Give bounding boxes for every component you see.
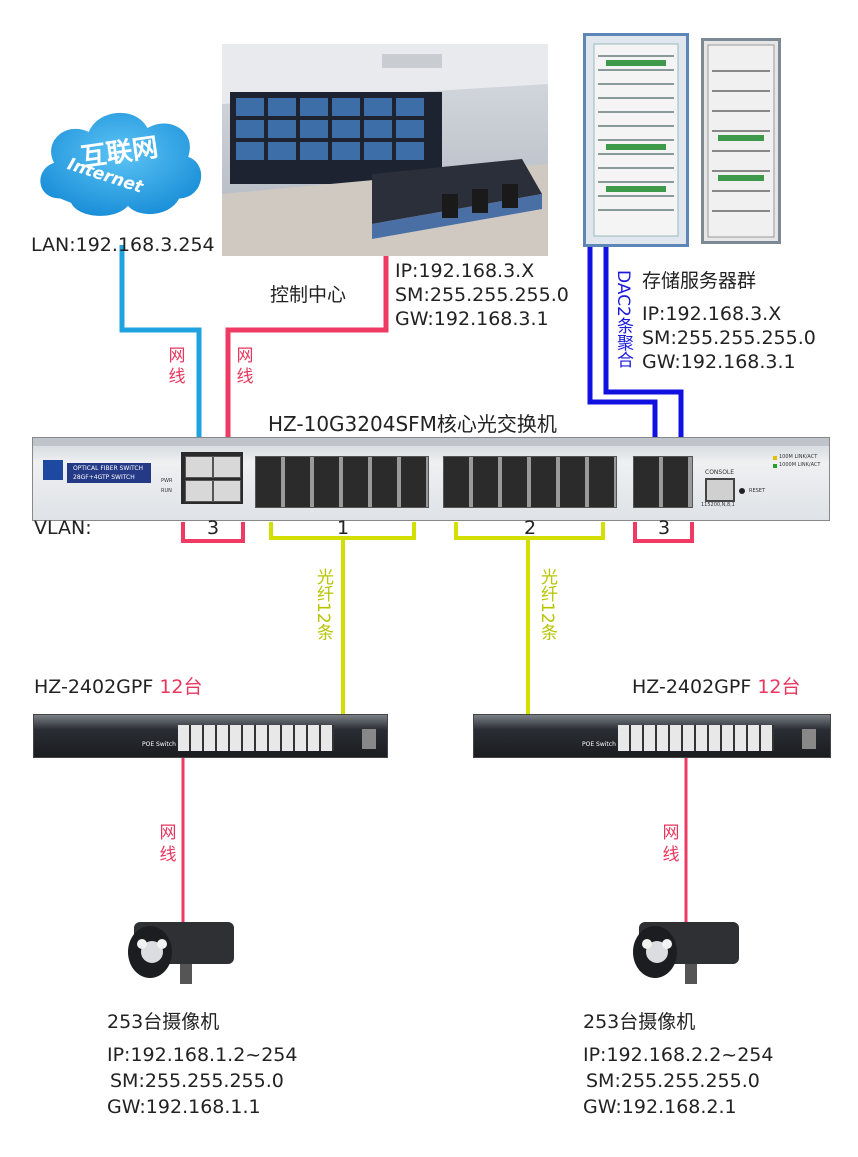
internet-cable-label-1: 网 (168, 346, 186, 366)
console-port[interactable] (705, 478, 735, 502)
control-center-name: 控制中心 (270, 284, 347, 306)
control-cable-label-1: 网 (236, 346, 254, 366)
control-center-gw: GW:192.168.3.1 (395, 308, 549, 330)
internet-lan-label: LAN:192.168.3.254 (31, 234, 215, 256)
storage-rack-2 (701, 38, 781, 244)
internet-cloud: 互联网 Internet (30, 100, 208, 228)
vlan-group-1: 1 (337, 517, 350, 539)
camera-right-icon (633, 922, 739, 984)
camera-cable-label-left-2: 线 (159, 845, 177, 865)
vlan-bracket-3-right (633, 522, 694, 543)
vlan-bracket-3-left (181, 522, 245, 543)
access-switch-left-title: HZ-2402GPF 12台 (34, 676, 203, 699)
access-switch-count: 12台 (757, 676, 801, 698)
access-switch-right-title: HZ-2402GPF 12台 (632, 676, 801, 699)
camera-cable-label-right-2: 线 (662, 845, 680, 865)
dac-cable-2 (603, 245, 684, 458)
access-switch-left: POE Switch (33, 714, 388, 758)
vlan-group-2: 2 (524, 517, 537, 539)
camera-left-ip: IP:192.168.1.2~254 (107, 1044, 298, 1066)
rack-image (593, 43, 679, 237)
vlan-group-3-right: 3 (658, 517, 671, 539)
camera-right-sm: SM:255.255.255.0 (586, 1070, 760, 1092)
internet-cable (119, 245, 202, 458)
camera-cable-label-right-1: 网 (662, 823, 680, 843)
internet-cable-label-2: 线 (168, 367, 186, 387)
poe-ports-right (618, 725, 774, 751)
core-sfp-plus-group (633, 456, 693, 508)
dac-cable-1 (587, 245, 658, 458)
camera-right-ip: IP:192.168.2.2~254 (583, 1044, 774, 1066)
camera-left-sm: SM:255.255.255.0 (110, 1070, 284, 1092)
storage-sm: SM:255.255.255.0 (642, 327, 816, 349)
core-sfp-group-1 (255, 456, 429, 508)
vlan-label: VLAN: (34, 517, 92, 539)
fiber-label-left: 光纤12条 (313, 568, 333, 641)
core-rj45-port-2[interactable] (213, 456, 241, 478)
access-switch-right: POE Switch (473, 714, 831, 758)
vlan-group-3-left: 3 (207, 517, 220, 539)
storage-name: 存储服务器群 (642, 270, 757, 292)
storage-ip: IP:192.168.3.X (642, 303, 782, 325)
reset-button[interactable] (739, 488, 745, 494)
rack-image (707, 44, 775, 238)
control-cable-label-2: 线 (236, 367, 254, 387)
core-rj45-port-3[interactable] (185, 480, 213, 502)
core-switch-title: HZ-10G3204SFM核心光交换机 (268, 412, 557, 436)
camera-cable-label-left-1: 网 (159, 823, 177, 843)
core-switch: OPTICAL FIBER SWITCH 28GF+4GTP SWITCH PW… (32, 437, 830, 521)
core-sfp-group-2 (443, 456, 617, 508)
core-switch-logo (43, 460, 63, 480)
sfp-ports-right (802, 729, 816, 749)
control-center-cable (225, 250, 389, 458)
storage-gw: GW:192.168.3.1 (642, 351, 796, 373)
control-center-photo (222, 44, 548, 256)
camera-left-gw: GW:192.168.1.1 (107, 1096, 261, 1118)
camera-left-title: 253台摄像机 (107, 1011, 220, 1033)
core-rj45-port-4[interactable] (213, 480, 241, 502)
core-rj45-port-1[interactable] (185, 456, 213, 478)
storage-rack-1 (583, 33, 689, 247)
control-room-image (222, 44, 548, 256)
core-switch-badge: OPTICAL FIBER SWITCH 28GF+4GTP SWITCH (67, 463, 151, 483)
access-switch-model: HZ-2402GPF (632, 676, 752, 698)
fiber-label-right: 光纤12条 (537, 568, 557, 641)
camera-right-gw: GW:192.168.2.1 (583, 1096, 737, 1118)
camera-right-title: 253台摄像机 (583, 1011, 696, 1033)
camera-left-icon (128, 922, 234, 984)
poe-ports-left (178, 725, 334, 751)
access-switch-model: HZ-2402GPF (34, 676, 154, 698)
cloud-icon (37, 110, 205, 219)
access-switch-count: 12台 (159, 676, 203, 698)
sfp-ports-left (362, 729, 376, 749)
dac-link-label: DAC2条聚合 (613, 270, 633, 368)
control-center-ip: IP:192.168.3.X (395, 260, 535, 282)
control-center-sm: SM:255.255.255.0 (395, 284, 569, 306)
